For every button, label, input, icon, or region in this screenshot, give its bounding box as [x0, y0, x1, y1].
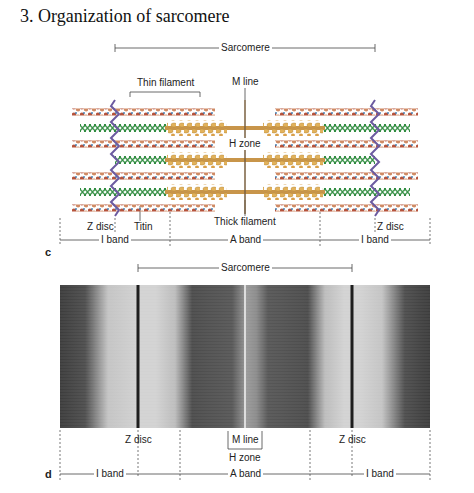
myosin-heads: [263, 152, 323, 168]
micrograph-striations: [60, 285, 430, 428]
titin-coil: [115, 188, 167, 196]
myosin-heads: [263, 184, 323, 200]
titin-coil: [80, 188, 115, 196]
myosin-heads: [167, 184, 227, 200]
m-line-tick: [245, 88, 246, 100]
band-label: A band: [228, 234, 263, 246]
myosin-heads: [263, 120, 323, 136]
thin-filament: [275, 173, 418, 180]
dashed-guide: [320, 212, 321, 246]
titin-coil: [375, 124, 410, 132]
panel-letter: c: [45, 246, 51, 258]
part-label: Z disc: [87, 221, 114, 233]
zone-label: H zone: [227, 138, 263, 150]
dashed-guide: [430, 430, 431, 480]
thin-filament: [72, 109, 215, 116]
myosin-heads: [167, 152, 227, 168]
band-label: I band: [359, 234, 391, 246]
dashed-guide: [180, 430, 181, 480]
thin-filament: [72, 141, 215, 148]
titin-coil: [115, 124, 167, 132]
part-label: Z disc: [125, 434, 152, 446]
titin-coil: [323, 124, 375, 132]
dashed-guide: [375, 218, 376, 232]
dashed-guide: [170, 212, 171, 246]
titin-coil: [115, 156, 167, 164]
titin-coil: [323, 156, 375, 164]
part-label: Z disc: [339, 434, 366, 446]
z-disc: [371, 100, 379, 216]
z-disc-band: [137, 285, 140, 428]
panel-letter: d: [45, 468, 52, 480]
m-line-band: [244, 285, 246, 428]
band-label: I band: [99, 234, 131, 246]
thin-filament: [275, 141, 418, 148]
titin-coil: [323, 188, 375, 196]
figure-title: 3. Organization of sarcomere: [20, 6, 230, 27]
titin-coil: [80, 124, 115, 132]
dashed-guides: [60, 212, 430, 246]
thin-filament: [72, 205, 215, 212]
dashed-guides: [60, 430, 430, 480]
band-label: I band: [364, 468, 396, 480]
part-label: M line: [232, 434, 259, 446]
z-disc-band: [351, 285, 354, 428]
part-label: M line: [232, 76, 259, 88]
z-disc: [111, 100, 119, 216]
dashed-guide: [115, 218, 116, 232]
m-line: [244, 100, 246, 214]
h-zone-bracket: [228, 431, 262, 449]
dashed-guide: [60, 218, 61, 246]
zone-label: H zone: [227, 452, 263, 464]
thin-filament: [275, 109, 418, 116]
dashed-guide: [60, 430, 61, 480]
titin-coil: [375, 188, 410, 196]
dimension-label: Sarcomere: [219, 42, 272, 54]
bracket-lines: [60, 44, 430, 240]
dashed-guide: [310, 430, 311, 480]
part-label: Z disc: [377, 221, 404, 233]
part-label: Titin: [134, 221, 153, 233]
myosin-heads: [167, 120, 227, 136]
part-label: Thin filament: [137, 77, 194, 89]
dimension-label: Sarcomere: [219, 262, 272, 274]
part-label: Thick filament: [212, 216, 278, 228]
dashed-guide: [430, 218, 431, 246]
thin-filament: [275, 205, 418, 212]
electron-micrograph: [60, 285, 430, 428]
band-label: I band: [94, 468, 126, 480]
band-label: A band: [228, 468, 263, 480]
thin-filament: [72, 173, 215, 180]
thin-filament-bracket: [130, 92, 200, 97]
